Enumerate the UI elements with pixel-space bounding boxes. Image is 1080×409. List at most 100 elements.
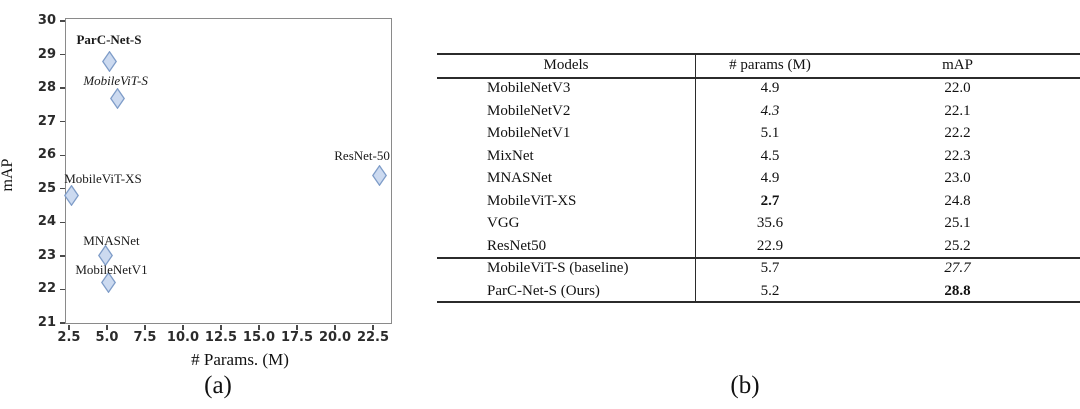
table-mid-rule bbox=[437, 257, 1080, 259]
y-tick-mark bbox=[60, 188, 65, 190]
y-tick-mark bbox=[60, 87, 65, 89]
map-cell: 23.0 bbox=[944, 170, 971, 186]
model-cell: ParC-Net-S (Ours) bbox=[487, 283, 600, 299]
y-tick-label: 26 bbox=[37, 147, 56, 163]
x-tick-mark bbox=[258, 324, 260, 330]
x-tick-label: 12.5 bbox=[204, 330, 237, 345]
map-cell: 22.2 bbox=[944, 125, 971, 141]
x-tick-mark bbox=[68, 324, 70, 330]
x-tick-mark bbox=[144, 324, 146, 330]
model-cell: MobileNetV2 bbox=[487, 102, 571, 119]
params-cell: 2.7 bbox=[760, 192, 780, 209]
y-tick-mark bbox=[60, 154, 65, 156]
table-row: MobileNetV3 4.9 22.0 bbox=[437, 77, 1080, 100]
x-tick-label: 17.5 bbox=[280, 330, 314, 345]
x-tick-label: 5.0 bbox=[95, 330, 119, 345]
y-tick-label: 24 bbox=[37, 214, 56, 230]
map-cell: 24.8 bbox=[944, 192, 971, 209]
y-tick-mark bbox=[60, 288, 65, 291]
caption-b: (b) bbox=[730, 372, 760, 399]
point-label: ParC-Net-S bbox=[76, 32, 142, 48]
x-axis-label: # Params. (M) bbox=[191, 350, 289, 369]
params-cell: 22.9 bbox=[756, 237, 784, 254]
diamond-marker-icon bbox=[102, 50, 118, 73]
scatter-point bbox=[371, 164, 387, 191]
x-tick-label: 22.5 bbox=[356, 330, 390, 345]
scatter-point bbox=[110, 87, 126, 114]
y-tick-mark bbox=[60, 322, 65, 324]
model-cell: VGG bbox=[487, 215, 520, 231]
table-row: ParC-Net-S (Ours) 5.2 28.8 bbox=[437, 280, 1080, 303]
y-tick-label: 22 bbox=[37, 281, 56, 297]
header-params: # params (M) bbox=[729, 57, 811, 73]
y-tick-label: 29 bbox=[37, 46, 56, 62]
model-cell: MobileViT-S (baseline) bbox=[487, 260, 629, 276]
y-tick-label: 23 bbox=[37, 247, 56, 263]
x-tick-label: 2.5 bbox=[57, 330, 81, 345]
y-tick-mark bbox=[60, 120, 65, 123]
x-tick-mark bbox=[372, 324, 374, 330]
model-cell: MobileNetV3 bbox=[487, 80, 571, 96]
diamond-marker-icon bbox=[97, 245, 113, 267]
y-tick-label: 27 bbox=[37, 113, 56, 129]
model-cell: MobileNetV1 bbox=[487, 125, 571, 141]
params-cell: 4.9 bbox=[760, 170, 780, 186]
model-cell: MixNet bbox=[487, 147, 534, 164]
header-models: Models bbox=[543, 57, 589, 73]
x-tick-mark bbox=[220, 324, 222, 330]
y-tick-label: 30 bbox=[37, 13, 56, 29]
point-label: ResNet-50 bbox=[334, 148, 390, 164]
model-cell: MNASNet bbox=[487, 170, 553, 186]
table-row: MixNet 4.5 22.3 bbox=[437, 145, 1080, 168]
map-cell: 22.3 bbox=[944, 147, 971, 164]
map-cell: 25.2 bbox=[944, 237, 971, 254]
point-label: MobileNetV1 bbox=[75, 261, 148, 277]
params-cell: 5.2 bbox=[760, 283, 780, 299]
table-row: MobileNetV2 4.3 22.1 bbox=[437, 100, 1080, 123]
x-tick-label: 20.0 bbox=[318, 330, 352, 345]
scatter-point bbox=[97, 245, 113, 271]
point-label: MobileViT-S bbox=[83, 73, 148, 89]
point-label: MobileViT-XS bbox=[64, 171, 142, 187]
x-tick-mark bbox=[106, 324, 108, 330]
params-cell: 5.7 bbox=[760, 260, 780, 276]
scatter-point bbox=[64, 184, 80, 211]
table-top-rule bbox=[437, 53, 1080, 55]
map-cell: 27.7 bbox=[944, 260, 971, 276]
x-tick-mark bbox=[334, 324, 336, 330]
params-cell: 4.5 bbox=[760, 147, 780, 164]
caption-a: (a) bbox=[204, 372, 232, 399]
diamond-marker-icon bbox=[64, 184, 80, 207]
table-row: MobileNetV1 5.1 22.2 bbox=[437, 122, 1080, 145]
plot-area bbox=[65, 18, 392, 324]
y-tick-mark bbox=[60, 221, 65, 224]
table-bottom-rule bbox=[437, 301, 1080, 303]
x-tick-mark bbox=[182, 324, 184, 330]
model-cell: ResNet50 bbox=[487, 237, 547, 254]
map-cell: 22.1 bbox=[944, 102, 971, 119]
y-tick-label: 21 bbox=[37, 314, 56, 330]
table-row: MNASNet 4.9 23.0 bbox=[437, 167, 1080, 190]
params-cell: 4.3 bbox=[760, 102, 780, 119]
params-cell: 5.1 bbox=[760, 125, 780, 141]
table-row: MobileViT-S (baseline) 5.7 27.7 bbox=[437, 257, 1080, 280]
y-tick-mark bbox=[60, 53, 65, 56]
point-label: MNASNet bbox=[83, 232, 140, 248]
y-tick-mark bbox=[60, 255, 65, 257]
x-tick-label: 15.0 bbox=[242, 330, 275, 345]
map-cell: 22.0 bbox=[944, 80, 971, 96]
x-tick-mark bbox=[296, 324, 298, 330]
table-column-rule bbox=[695, 53, 697, 303]
map-cell: 28.8 bbox=[944, 283, 971, 299]
scatter-point bbox=[100, 271, 116, 298]
table-header-rule bbox=[437, 77, 1080, 79]
table-row: ResNet50 22.9 25.2 bbox=[437, 235, 1080, 258]
params-cell: 35.6 bbox=[756, 215, 784, 231]
y-tick-label: 25 bbox=[37, 180, 56, 196]
scatter-point bbox=[102, 50, 118, 77]
y-tick-mark bbox=[60, 20, 65, 22]
params-cell: 4.9 bbox=[760, 80, 780, 96]
